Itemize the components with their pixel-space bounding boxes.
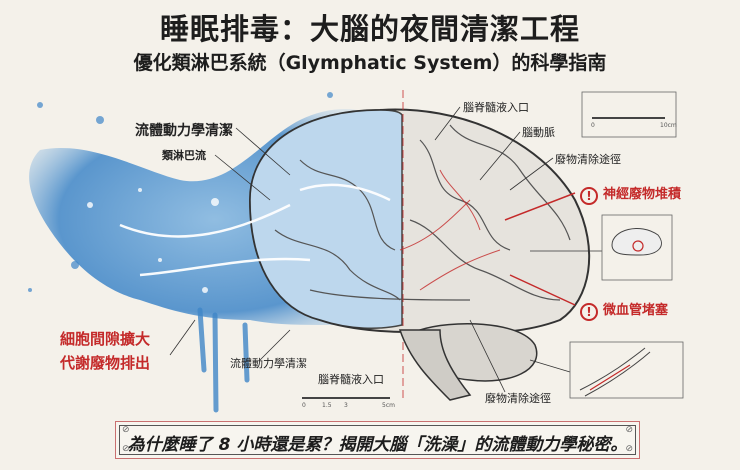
scale-bottom-tick: 5cm (382, 402, 395, 409)
capillary-block-text: 微血管堵塞 (603, 303, 669, 318)
scale-bottom-tick: 1.5 (322, 402, 332, 409)
watercolor-drips (197, 307, 250, 413)
screw-icon: ⊘ (122, 444, 130, 454)
brain-blue-half (249, 109, 403, 330)
brain-inset-box (601, 214, 673, 281)
warning-icon: ! (580, 187, 598, 205)
warning-icon: ! (580, 303, 598, 321)
bubbles (87, 188, 262, 293)
label-csf-entry-top: 腦脊髓液入口 (463, 101, 529, 114)
brain-stem (398, 329, 472, 401)
label-csf-entry-bottom: 腦脊髓液入口 (318, 373, 384, 386)
bottom-banner: ⊘ ⊘ ⊘ ⊘ 為什麼睡了 8 小時還是累？揭開大腦「洗澡」的流體動力學秘密。 (115, 421, 640, 459)
page-title: 睡眠排毒：大腦的夜間清潔工程 (159, 12, 580, 46)
label-cerebral-artery: 腦動脈 (522, 126, 555, 139)
label-waste-route-top: 廢物清除途徑 (555, 153, 621, 166)
red-pointer-arrows (504, 192, 576, 306)
label-capillary-block: ! 微血管堵塞 (580, 299, 668, 321)
leader-lines (169, 106, 602, 393)
scale-bottom-tick: 3 (344, 402, 348, 409)
screw-icon: ⊘ (625, 425, 633, 435)
screw-icon: ⊘ (122, 425, 130, 435)
screw-icon: ⊘ (625, 444, 633, 454)
paint-splatter (28, 92, 333, 292)
scale-top-tick: 0 (591, 122, 595, 129)
blood-vessels (399, 90, 501, 400)
label-waste-route-bottom: 廢物清除途徑 (485, 392, 551, 405)
neural-waste-text: 神經廢物堆積 (603, 187, 682, 202)
flow-arrows (119, 183, 391, 277)
scale-inset-box (581, 91, 677, 138)
scale-bottom-tick: 0 (302, 402, 306, 409)
page-subtitle: 優化類淋巴系統（Glymphatic System）的科學指南 (133, 52, 607, 74)
inset-highlight-circle (632, 240, 644, 252)
label-interstitial-expand: 細胞間隙擴大 (60, 330, 151, 348)
label-fluid-cleaning-bottom: 流體動力學清潔 (230, 357, 307, 370)
label-glymphatic-flow: 類淋巴流 (162, 149, 206, 162)
banner-text: 為什麼睡了 8 小時還是累？揭開大腦「洗澡」的流體動力學秘密。 (127, 435, 628, 455)
inset-vessel (579, 347, 651, 397)
vessel-inset-box (569, 341, 684, 399)
inset-vessel-flow (589, 364, 631, 391)
label-fluid-cleaning-top: 流體動力學清潔 (135, 123, 233, 139)
label-waste-expel: 代謝廢物排出 (60, 354, 151, 372)
brain-folds (274, 124, 571, 301)
label-neural-waste: ! 神經廢物堆積 (580, 183, 681, 205)
scale-top-tick: 10cm (660, 122, 677, 129)
